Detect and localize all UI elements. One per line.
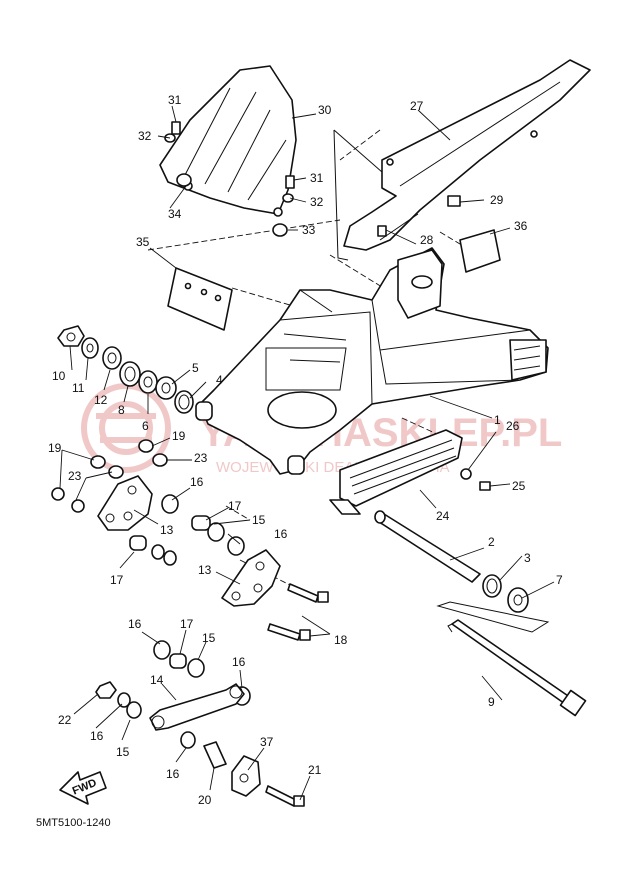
bracket-bolts xyxy=(267,583,329,641)
callout-37: 37 xyxy=(260,735,274,749)
callout-18: 18 xyxy=(334,633,348,647)
callout-23-b: 23 xyxy=(194,451,208,465)
callout-16-f: 16 xyxy=(166,767,180,781)
lower-bracket-bolt xyxy=(265,785,305,807)
decal-plate xyxy=(459,229,501,273)
callout-34: 34 xyxy=(168,207,182,221)
callout-26: 26 xyxy=(506,419,520,433)
relay-arm-nuts xyxy=(51,439,154,501)
callout-7: 7 xyxy=(556,573,563,587)
callout-13-upper: 13 xyxy=(160,523,174,537)
callout-25: 25 xyxy=(512,479,526,493)
chain-guard-bolts xyxy=(377,195,461,237)
callout-27: 27 xyxy=(410,99,424,113)
callout-8: 8 xyxy=(118,403,125,417)
pivot-bolt-left xyxy=(102,346,122,370)
callout-32-b: 32 xyxy=(310,195,324,209)
callout-10: 10 xyxy=(52,369,66,383)
callout-24: 24 xyxy=(436,509,450,523)
callout-labels: 1 2 3 4 7 5 6 8 9 10 11 12 13 13 14 15 1… xyxy=(48,93,563,807)
pivot-collar-right xyxy=(507,587,529,613)
pivot-nut xyxy=(57,325,85,347)
pivot-bearing-right xyxy=(482,574,502,598)
relay-bushings-mid xyxy=(161,494,245,556)
rod-washers xyxy=(117,692,196,749)
pivot-washer-left xyxy=(81,337,99,359)
callout-16-a: 16 xyxy=(190,475,204,489)
callout-13-lower: 13 xyxy=(198,563,212,577)
callout-32-a: 32 xyxy=(138,129,152,143)
fender-fasteners xyxy=(164,121,295,237)
relay-bracket-upper xyxy=(97,475,153,531)
relay-bracket-lower xyxy=(221,549,281,607)
callout-6: 6 xyxy=(142,419,149,433)
callout-15-a: 15 xyxy=(252,513,266,527)
relay-bushings-upper xyxy=(129,535,177,566)
chain-guard xyxy=(343,59,591,251)
callout-17-b: 17 xyxy=(180,617,194,631)
callout-14: 14 xyxy=(150,673,164,687)
callout-12: 12 xyxy=(94,393,108,407)
callout-29: 29 xyxy=(490,193,504,207)
chain-guard-outline xyxy=(333,129,383,261)
callout-35: 35 xyxy=(136,235,150,249)
callout-4: 4 xyxy=(216,373,223,387)
callout-22: 22 xyxy=(58,713,72,727)
leader-lines xyxy=(59,105,555,801)
callout-2: 2 xyxy=(488,535,495,549)
pivot-bearing-left xyxy=(174,390,194,414)
rod-collar xyxy=(203,741,227,769)
pivot-seal xyxy=(119,361,141,387)
callout-16-b: 16 xyxy=(274,527,288,541)
protector-pad xyxy=(167,267,233,331)
callout-19-b: 19 xyxy=(172,429,186,443)
rear-fender xyxy=(159,65,297,217)
callout-30: 30 xyxy=(318,103,332,117)
fwd-arrow-icon: FWD xyxy=(59,771,107,805)
callout-16-e: 16 xyxy=(90,729,104,743)
rear-axle xyxy=(447,619,587,717)
callout-1: 1 xyxy=(494,413,501,427)
callout-16-c: 16 xyxy=(128,617,142,631)
callout-19-a: 19 xyxy=(48,441,62,455)
lower-bracket xyxy=(231,755,261,797)
callout-3: 3 xyxy=(524,551,531,565)
swingarm xyxy=(195,247,549,475)
callout-5: 5 xyxy=(192,361,199,375)
callout-17-a: 17 xyxy=(228,499,242,513)
callout-23-a: 23 xyxy=(68,469,82,483)
callout-20: 20 xyxy=(198,793,212,807)
callout-17-c: 17 xyxy=(110,573,124,587)
callout-11: 11 xyxy=(72,381,85,395)
pivot-shaft xyxy=(374,510,481,583)
callout-36: 36 xyxy=(514,219,528,233)
callout-31-a: 31 xyxy=(168,93,182,107)
callout-31-b: 31 xyxy=(310,171,324,185)
assembly-guide-lines xyxy=(147,129,471,601)
callout-28: 28 xyxy=(420,233,434,247)
slider-fasteners xyxy=(460,468,491,491)
rod-nut xyxy=(95,681,117,699)
pivot-thrust-washer xyxy=(155,376,177,400)
callout-9: 9 xyxy=(488,695,495,709)
connecting-rod xyxy=(149,683,245,731)
callout-21: 21 xyxy=(308,763,322,777)
axle-group-outline xyxy=(436,601,550,633)
diagram-code: 5MT5100-1240 xyxy=(36,817,111,829)
pivot-spacer xyxy=(138,370,158,394)
chain-slider xyxy=(329,429,463,515)
callout-16-d: 16 xyxy=(232,655,246,669)
callout-33: 33 xyxy=(302,223,316,237)
callout-15-c: 15 xyxy=(116,745,130,759)
callout-15-b: 15 xyxy=(202,631,216,645)
